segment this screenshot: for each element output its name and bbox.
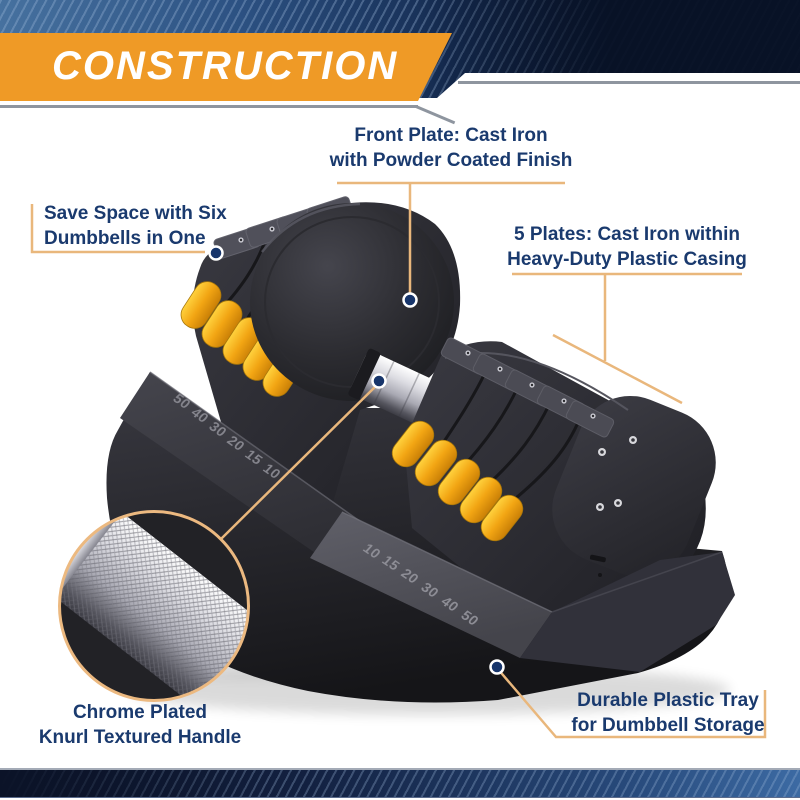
end-cap-screws [589,436,637,577]
tray-weight-scale-front: 10 15 20 30 40 50 [360,540,482,628]
banner-outline [0,105,418,108]
callout-storage-tray: Durable Plastic Tray for Dumbbell Storag… [518,688,800,738]
tray-front-band: 10 15 20 30 40 50 [310,511,553,658]
svg-text:50: 50 [458,607,482,628]
tray-right-corner [520,551,735,672]
callout-chrome-handle: Chrome Plated Knurl Textured Handle [30,700,250,750]
callout-front-plate: Front Plate: Cast Iron with Powder Coate… [291,123,611,173]
callout-lines [30,181,767,739]
callout-dots [208,245,505,675]
save-space-callout-line [30,204,205,254]
callout-text: Save Space with Six [44,203,227,224]
svg-text:20: 20 [398,565,422,586]
right-plate-stack [391,337,716,648]
svg-text:50: 50 [170,390,195,411]
plate-tabs [440,337,615,438]
plate-gap [504,417,582,509]
svg-text:15: 15 [242,446,267,467]
chrome-handle-dot [371,373,387,389]
front-plate-dot [402,292,418,308]
storage-tray-callout-line [496,667,767,739]
callout-text: 5 Plates: Cast Iron within [514,224,740,245]
five-plates-callout-line [512,272,742,405]
callout-text: Durable Plastic Tray [577,690,759,711]
callout-save-space: Save Space with Six Dumbbells in One [44,201,264,251]
weight-selector-knobs-right [391,420,524,542]
page-title: CONSTRUCTION [52,44,399,88]
svg-text:30: 30 [418,579,442,600]
svg-text:20: 20 [224,432,249,453]
callout-text: Heavy-Duty Plastic Casing [507,249,747,270]
storage-tray-dot [489,659,505,675]
callout-five-plates: 5 Plates: Cast Iron within Heavy-Duty Pl… [482,222,772,272]
callout-text: Knurl Textured Handle [38,727,242,748]
front-plate-callout-line [337,181,565,294]
callout-text: Front Plate: Cast Iron [354,125,548,146]
callout-text: Dumbbells in One [44,228,206,249]
end-cap [552,395,716,577]
svg-text:30: 30 [206,418,231,439]
svg-text:10: 10 [360,540,384,561]
front-plate-disc [250,203,454,401]
knurl-inset [58,510,250,702]
chrome-handle-callout-line [220,382,380,540]
construction-banner: CONSTRUCTION [0,33,452,101]
footer-striped-bar [0,768,800,798]
inset-ring [58,510,250,702]
svg-text:40: 40 [438,593,462,614]
header-accent-line [458,81,800,84]
svg-text:40: 40 [188,404,213,425]
screw [465,350,596,419]
callout-text: with Powder Coated Finish [329,150,573,171]
tray-weight-scale-left: 50 40 30 20 15 10 [170,390,285,481]
save-space-dot [208,245,224,261]
tray-left-ramp: 50 40 30 20 15 10 [120,371,369,570]
svg-text:15: 15 [379,552,403,573]
callout-text: for Dumbbell Storage [571,715,765,736]
disc-highlight [261,202,361,253]
callout-text: Chrome Plated [72,702,208,723]
svg-text:10: 10 [260,460,285,481]
